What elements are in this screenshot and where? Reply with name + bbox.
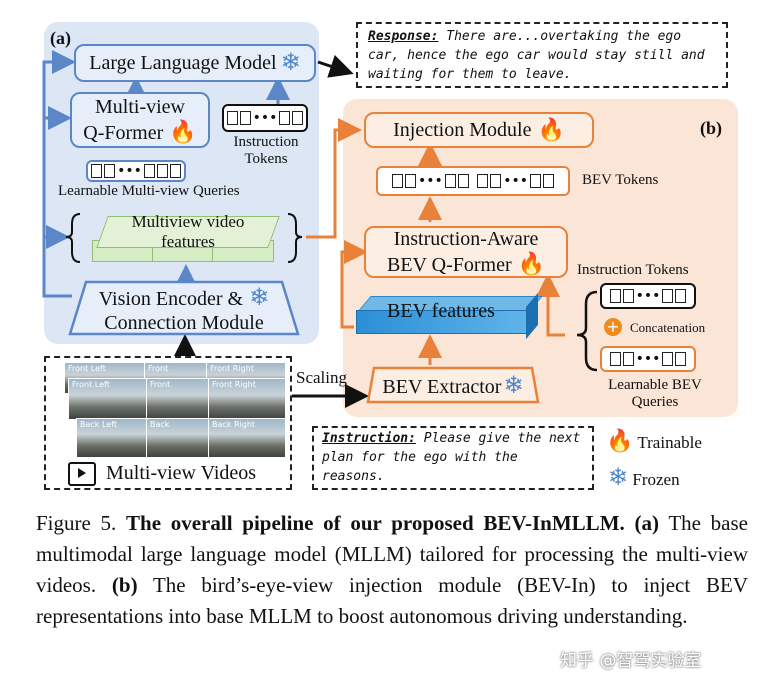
bev-features-label: BEV features — [387, 300, 495, 322]
multiview-videos-box: Front Left Front Front Right Front Left … — [44, 356, 292, 490]
bev-features: BEV features — [356, 292, 543, 340]
response-text: There are...overtaking the ego car, henc… — [368, 29, 705, 82]
instruction-tokens-b-label: Instruction Tokens — [577, 262, 689, 278]
bev-extractor-label: BEV Extractor❄ — [382, 371, 524, 399]
snowflake-icon: ❄ — [608, 463, 629, 491]
instruction-text: Please give the next plan for the ego wi… — [322, 431, 581, 484]
response-box: Response: There are...overtaking the ego… — [356, 22, 728, 88]
figure-caption: Figure 5. The overall pipeline of our pr… — [36, 511, 749, 628]
vision-encoder-label: Vision Encoder &❄ Connection Module — [98, 283, 270, 334]
response-label: Response: — [368, 29, 439, 44]
llm-label: Large Language Model — [89, 51, 277, 74]
learnable-queries-label: Learnable Multi-view Queries — [58, 183, 240, 199]
injection-module-box: Injection Module🔥 — [364, 112, 594, 148]
instruction-tokens-a: ••• — [222, 104, 308, 132]
bev-tokens: ••• ••• — [376, 166, 570, 196]
snowflake-icon: ❄ — [503, 371, 524, 399]
instruction-box: Instruction: Please give the next plan f… — [312, 426, 594, 490]
flame-icon: 🔥 — [537, 117, 565, 143]
learnable-multiview-queries: ••• — [86, 160, 186, 182]
legend-frozen: ❄ Frozen — [608, 463, 680, 491]
plus-icon: + — [604, 318, 622, 336]
concatenation-label: Concatenation — [630, 320, 706, 335]
flame-icon: 🔥 — [606, 428, 634, 453]
flame-icon: 🔥 — [517, 250, 546, 276]
panel-a-label: (a) — [50, 28, 71, 48]
qformer-line1: Multi-view — [95, 95, 185, 118]
multiview-videos-label: Multi-view Videos — [106, 462, 257, 484]
flame-icon: 🔥 — [169, 118, 197, 144]
watermark: 知乎 @智驾实验室 — [560, 651, 702, 671]
bev-tokens-label: BEV Tokens — [582, 172, 659, 188]
llm-box: Large Language Model ❄ — [74, 44, 316, 82]
snowflake-icon: ❄ — [280, 48, 301, 77]
legend-trainable: 🔥 Trainable — [606, 428, 702, 453]
instruction-label: Instruction: — [322, 431, 416, 446]
instruction-tokens-b: ••• — [600, 283, 696, 309]
injection-label: Injection Module — [393, 118, 532, 141]
qformer-line2: Q-Former — [83, 121, 164, 144]
learnable-bev-queries: ••• — [600, 346, 696, 372]
panel-b-label: (b) — [700, 118, 722, 138]
instruction-aware-qformer-box: Instruction-Aware BEV Q-Former🔥 — [364, 226, 568, 278]
bev-extractor-shape — [366, 366, 540, 404]
snowflake-icon: ❄ — [249, 283, 270, 311]
video-icon — [68, 462, 96, 486]
multiview-qformer-box: Multi-view Q-Former🔥 — [70, 92, 210, 148]
vision-encoder-shape — [68, 280, 300, 336]
scaling-label: Scaling — [296, 368, 347, 387]
